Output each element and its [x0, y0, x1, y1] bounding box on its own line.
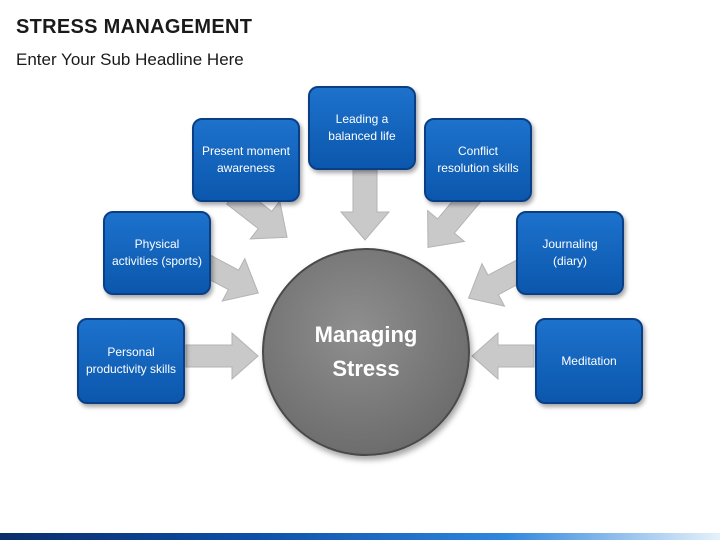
node-label: Conflict resolution skills [437, 144, 519, 175]
node-label: Leading a balanced life [328, 112, 396, 143]
node-label: Physical activities (sports) [111, 237, 203, 268]
arrow-meditation [471, 331, 535, 381]
arrow-journaling [467, 258, 530, 307]
node-label: Journaling (diary) [542, 237, 598, 268]
node-physical-activities: Physical activities (sports) [103, 211, 211, 295]
page-subtitle: Enter Your Sub Headline Here [16, 50, 244, 69]
node-conflict-resolution-skills: Conflict resolution skills [424, 118, 532, 202]
node-label: Personal productivity skills [85, 345, 177, 376]
node-leading-balanced-life: Leading a balanced life [308, 86, 416, 170]
node-present-moment-awareness: Present moment awareness [192, 118, 300, 202]
page-title: STRESS MANAGEMENT [16, 16, 253, 38]
center-circle-managing-stress: Managing Stress [262, 248, 470, 456]
footer-bar [0, 533, 720, 540]
node-label: Meditation [561, 353, 617, 368]
node-journaling: Journaling (diary) [516, 211, 624, 295]
center-label: Managing Stress [314, 322, 418, 381]
node-label: Present moment awareness [201, 144, 291, 175]
node-meditation: Meditation [535, 318, 643, 404]
arrow-personal [185, 331, 259, 381]
node-personal-productivity-skills: Personal productivity skills [77, 318, 185, 404]
arrow-leading [339, 169, 391, 241]
